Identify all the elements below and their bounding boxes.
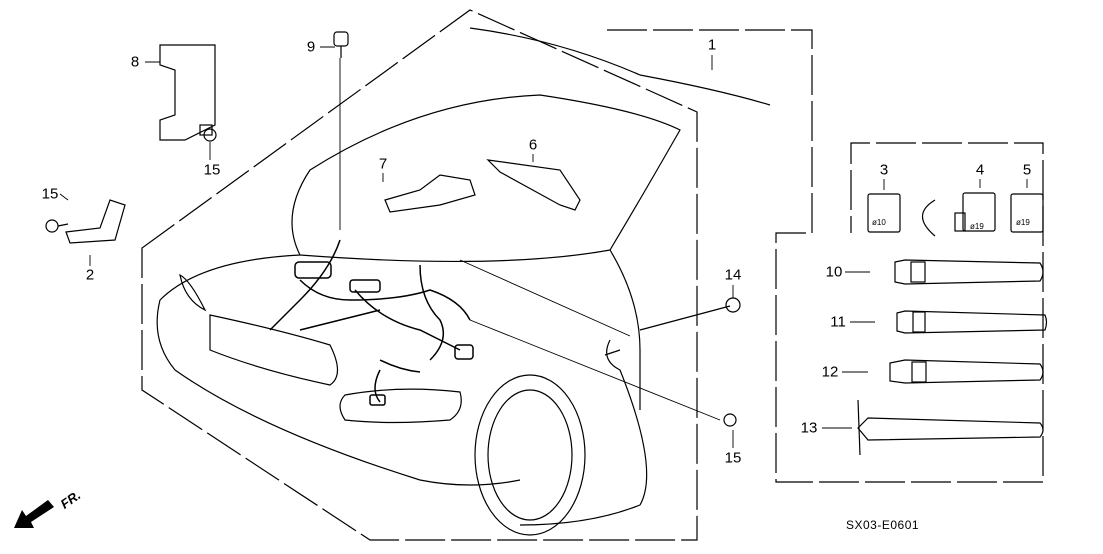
part-10-band-clip	[894, 259, 1044, 285]
part-3-connector-clip	[867, 193, 901, 233]
callout-15b: 15	[41, 185, 59, 203]
callout-6: 6	[528, 136, 538, 154]
diagram-code: SX03-E0601	[846, 518, 920, 532]
part-15-bolt-b	[45, 219, 69, 233]
callout-14: 14	[724, 266, 742, 284]
callout-8: 8	[130, 53, 140, 71]
marking-dia-19-b: ø19	[1016, 218, 1030, 227]
callout-15c: 15	[724, 449, 742, 467]
leader-lines	[59, 46, 1028, 448]
part-7-bracket	[384, 174, 476, 213]
part-9-clip	[333, 31, 349, 58]
part-8-bracket	[159, 44, 216, 141]
callout-15a: 15	[203, 161, 221, 179]
part-2-bracket	[65, 199, 126, 244]
part-15-bolt-c	[723, 413, 737, 427]
frame-outlines	[141, 9, 1044, 541]
callout-4: 4	[975, 161, 985, 179]
part-15-bolt-a	[203, 128, 217, 142]
callout-13: 13	[800, 419, 818, 437]
car-body-outline	[156, 27, 771, 536]
part-11-band-clip	[896, 310, 1048, 334]
callout-1: 1	[707, 36, 717, 54]
callout-11: 11	[830, 313, 846, 331]
marking-dia-19-a: ø19	[970, 222, 984, 231]
part-6-bracket	[486, 159, 581, 211]
callout-9: 9	[306, 38, 316, 56]
part-13-band-clip	[857, 399, 1044, 456]
part-12-band-clip	[889, 359, 1044, 384]
callout-7: 7	[378, 155, 388, 173]
callout-10: 10	[825, 263, 843, 281]
callout-3: 3	[879, 161, 889, 179]
callout-12: 12	[821, 363, 839, 381]
marking-dia-10: ø10	[872, 218, 886, 227]
engine-wire-harness	[269, 239, 474, 406]
callout-5: 5	[1022, 161, 1032, 179]
front-arrow-icon	[14, 500, 54, 528]
part-4-connector-clip	[921, 192, 996, 237]
callout-2: 2	[85, 266, 95, 284]
part-14-nut	[725, 297, 741, 313]
part-5-connector-clip	[1010, 193, 1044, 233]
